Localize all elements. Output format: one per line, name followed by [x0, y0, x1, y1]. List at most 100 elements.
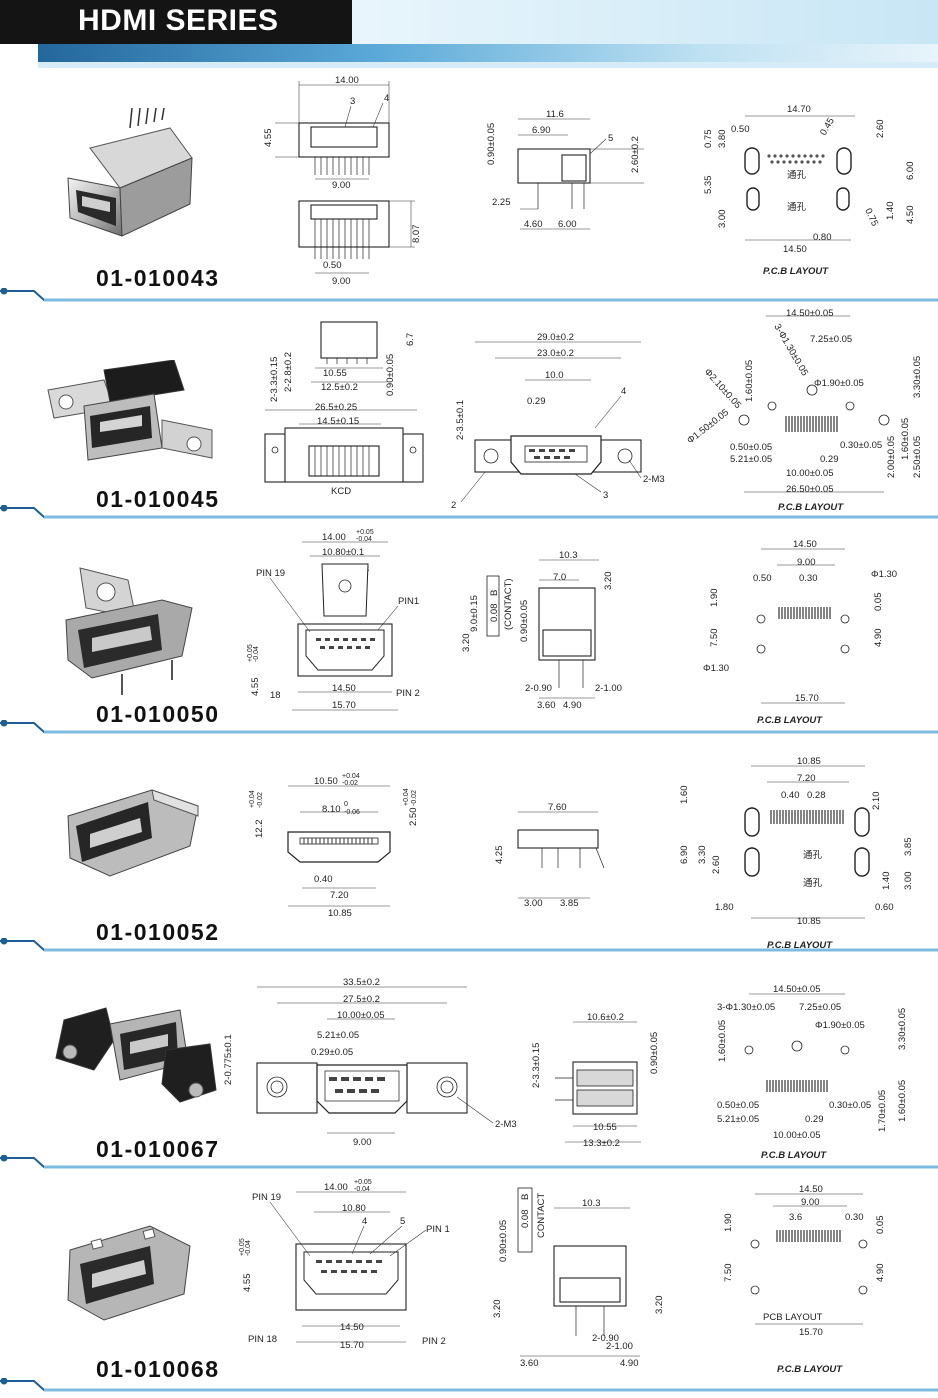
dim-label: 0.80 [813, 232, 832, 243]
pin-label: PIN 2 [396, 688, 420, 699]
dim-label: 4.90 [563, 700, 582, 711]
dim-label: 11.6 [546, 109, 564, 120]
dim-label: 6.00 [905, 162, 916, 181]
side-view-drawing: B 0.08 CONTACT 0.90±0.05 10.3 3.20 3.20 … [490, 1186, 670, 1376]
dim-label: 14.50 [793, 539, 817, 550]
front-view-drawing: 2-3.3±0.15 2-2.8±0.2 10.55 12.5±0.2 0.90… [255, 306, 430, 501]
connector-photo [62, 560, 202, 705]
dim-label: 0.30 [845, 1212, 864, 1223]
dim-label: 10.85 [328, 908, 352, 919]
dim-label: 9.00 [332, 276, 351, 287]
part-number: 01-010068 [96, 1356, 220, 1382]
dim-label: 1.90 [709, 589, 720, 608]
section-separator [0, 720, 938, 734]
dim-label: 7.50 [723, 1264, 734, 1283]
dim-label: 15.70 [795, 693, 819, 704]
dim-label: 10.80±0.1 [322, 547, 364, 558]
dim-label: 0.28 [807, 790, 826, 801]
dim-label: CONTACT [536, 1193, 547, 1238]
header-stripe [0, 44, 938, 62]
dim-label: 9.00 [801, 1197, 820, 1208]
callout-label: 4 [621, 386, 626, 397]
hole-label: 通孔 [787, 202, 807, 213]
dim-label: 0.08 [520, 1210, 531, 1229]
top-view-drawing: 29.0±0.2 23.0±0.2 10.0 0.29 2-3.5±0.1 4 … [445, 330, 680, 511]
dim-label: 10.85 [797, 756, 821, 767]
dim-label: 14.50 [799, 1184, 823, 1195]
dim-label: Φ1.90±0.05 [814, 378, 864, 389]
part-number: 01-010043 [96, 265, 220, 291]
pcb-layout-drawing: 14.70 0.50 3.80 0.75 5.35 3.00 通孔 通孔 14.… [695, 100, 930, 280]
dim-label: 10.6±0.2 [587, 1012, 624, 1023]
dim-label: 1.60±0.05 [900, 418, 911, 460]
dim-label: 7.25±0.05 [799, 1002, 841, 1013]
dim-label: 0.40 [781, 790, 800, 801]
pcb-layout-drawing: 14.50±0.05 3-Φ1.30±0.05 7.25±0.05 Φ1.90±… [685, 306, 930, 516]
dim-label: 7.20 [330, 890, 349, 901]
dim-label: 1.40 [881, 872, 892, 891]
dim-label: 1.60 [679, 786, 690, 805]
dim-label: 9.0±0.15 [469, 595, 480, 632]
dim-label: 10.3 [582, 1198, 601, 1209]
dim-label: 7.60 [548, 802, 567, 813]
dim-label: 0.45 [818, 116, 837, 138]
tolerance-label: -0.04 [356, 536, 372, 543]
section-separator [0, 1155, 938, 1169]
header-title-box [0, 0, 352, 44]
connector-photo [60, 776, 205, 891]
dim-label: 6.90 [532, 125, 551, 136]
dim-label: 3.00 [903, 872, 914, 891]
dim-label: 3.30±0.05 [912, 356, 923, 398]
dim-label: 3.30±0.05 [897, 1008, 908, 1050]
dim-label: 0.90±0.05 [519, 600, 530, 642]
dim-label: 10.00±0.05 [786, 468, 833, 479]
dim-label: 6.00 [558, 219, 577, 230]
dim-label: 23.0±0.2 [537, 348, 574, 359]
dim-label: 12.2 [254, 820, 265, 839]
dim-label: 0.30±0.05 [840, 440, 882, 451]
pcb-layout-drawing: 14.50 9.00 0.50 0.30 Φ1.30 1.90 4.90 0.0… [695, 535, 910, 730]
dim-label: 3.20 [461, 634, 472, 653]
dim-label: 3.85 [560, 898, 579, 909]
dim-label: 3.85 [903, 838, 914, 857]
front-view-drawing: 14.00 +0.05 -0.04 10.80±0.1 M3 PIN 19 PI… [247, 528, 428, 723]
dim-label: 2.00±0.05 [886, 436, 897, 478]
dim-label: 0.05 [873, 593, 884, 612]
part-number: 01-010050 [96, 701, 220, 727]
dim-label: 2-3.5±0.1 [455, 400, 466, 440]
tolerance-label: +0.05 [356, 529, 374, 536]
dim-label: Φ1.30 [871, 569, 897, 580]
dim-label: B [520, 1194, 531, 1200]
part-number: 01-010045 [96, 486, 220, 512]
dim-label: 0.60 [875, 902, 894, 913]
dim-label: 7.25±0.05 [810, 334, 852, 345]
tolerance-label: +0.05 [354, 1179, 372, 1186]
page-title: HDMI SERIES [78, 4, 279, 37]
header-stripe-light [0, 62, 938, 68]
dim-label: 9.00 [332, 180, 351, 191]
dim-label: 2-0.90 [525, 683, 552, 694]
dim-label: 0.90±0.05 [385, 354, 396, 396]
dim-label: 10.3 [559, 550, 578, 561]
dim-label: Φ1.50±0.05 [685, 407, 731, 446]
section-separator [0, 938, 938, 952]
pcb-layout-title: P.C.B LAYOUT [757, 715, 823, 726]
callout-label: 5 [608, 133, 613, 144]
dim-label: 4.25 [494, 846, 505, 865]
tolerance-label: +0.05 [247, 644, 254, 662]
dim-label: 0.50±0.05 [730, 442, 772, 453]
dim-label: 26.5±0.25 [315, 402, 357, 413]
dim-label: 3.30 [697, 846, 708, 865]
callout-label: 2 [451, 500, 456, 511]
dim-label: 0.50±0.05 [717, 1100, 759, 1111]
dim-label: 0.29 [805, 1114, 824, 1125]
dim-label: 3.60 [520, 1358, 539, 1369]
dim-label: 0.50 [753, 573, 772, 584]
header-notch [0, 44, 38, 68]
dim-label: 2-1.00 [606, 1341, 633, 1352]
pin-label: PIN1 [398, 596, 419, 607]
dim-label: 0.29 [527, 396, 546, 407]
connector-photo [44, 359, 219, 480]
dim-label: 0.30 [799, 573, 818, 584]
dim-label: 0.90±0.05 [649, 1032, 660, 1074]
